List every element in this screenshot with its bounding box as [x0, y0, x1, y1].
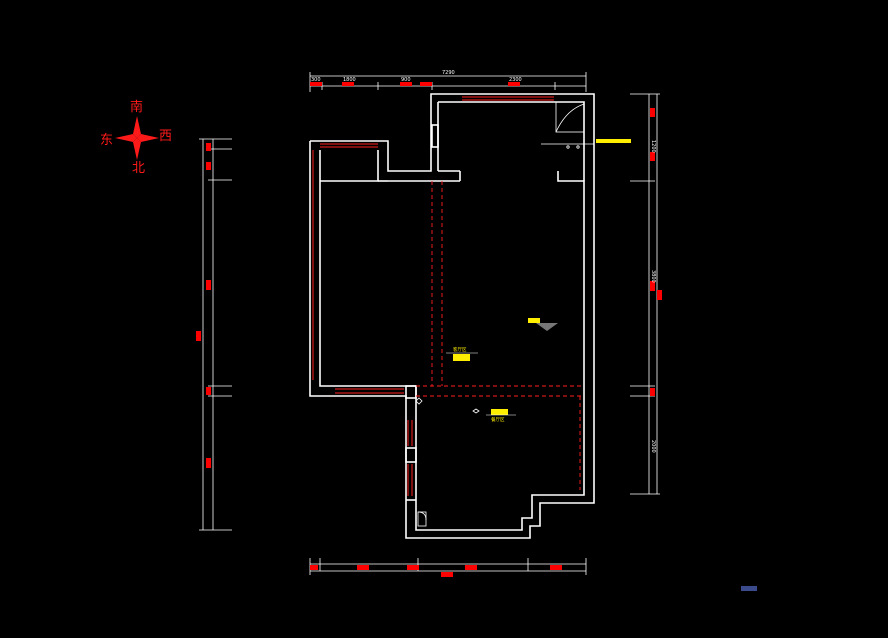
right-segment-2: 3800 — [650, 270, 656, 283]
top-segment-2: 1800 — [343, 77, 356, 83]
compass-rose-icon: 南 东 西 北 — [100, 99, 172, 176]
left-dimension-ticks — [196, 143, 211, 468]
top-segment-3: 900 — [401, 77, 411, 83]
top-segment-1: 300 — [311, 77, 321, 83]
left-dimension-line — [199, 138, 232, 531]
living-area-label: 客厅区 — [446, 346, 478, 361]
kitchen-tag — [596, 139, 631, 143]
top-segment-4: 2300 — [509, 77, 522, 83]
kitchen-counter — [541, 101, 594, 149]
windows — [312, 96, 554, 496]
living-area-text: 客厅区 — [453, 346, 467, 353]
top-total-dimension: 7290 — [442, 70, 455, 76]
top-dimension-line — [309, 72, 587, 92]
bottom-dimension-line — [309, 558, 587, 575]
compass-south-label: 北 — [132, 161, 145, 176]
door-swing-icon — [417, 511, 427, 527]
bottom-total-dimension: 7290 — [442, 579, 455, 585]
elevation-marker-icon — [528, 318, 558, 331]
top-dimension-ticks — [310, 82, 520, 86]
right-segment-1: 1200 — [650, 140, 656, 153]
walls — [309, 93, 595, 539]
right-segment-3: 2000 — [650, 440, 656, 453]
small-marker-icon — [415, 397, 480, 414]
beam-lines — [416, 181, 584, 490]
dining-area-text: 餐厅区 — [491, 416, 505, 423]
right-dimension-line — [630, 93, 660, 495]
dining-area-label: 餐厅区 — [486, 409, 516, 423]
bottom-dimension-ticks — [310, 565, 562, 577]
compass-east-label: 东 — [100, 133, 113, 148]
right-dimension-ticks — [650, 108, 662, 396]
scrollbar-thumb[interactable] — [741, 586, 757, 591]
compass-north-label: 南 — [130, 99, 143, 115]
compass-west-label: 西 — [159, 129, 172, 144]
